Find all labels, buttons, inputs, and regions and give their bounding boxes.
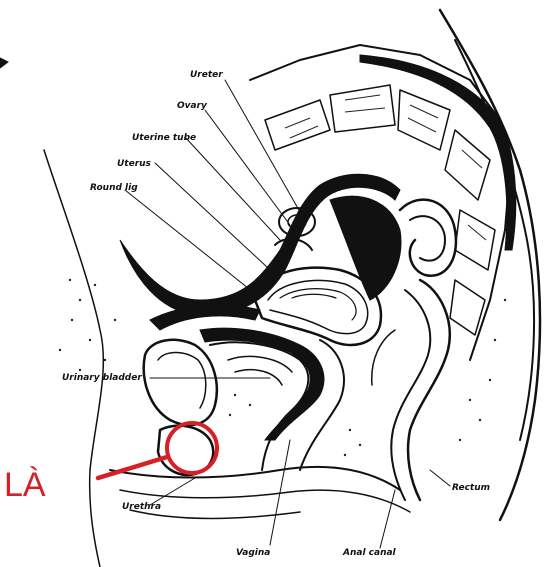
urinary-bladder xyxy=(144,340,217,425)
annotation-arrow-line xyxy=(98,457,167,478)
label-urinary-bladder: Urinary bladder xyxy=(62,373,142,383)
label-rectum: Rectum xyxy=(452,483,490,493)
label-urethra: Urethra xyxy=(122,502,161,512)
label-vagina: Vagina xyxy=(236,548,270,558)
stray-mark xyxy=(0,58,8,68)
label-round-lig: Round lig xyxy=(90,183,138,193)
sacrum-vertebrae xyxy=(250,45,516,360)
vagina-canal xyxy=(200,328,344,470)
red-annotation: LÀ xyxy=(4,423,217,504)
peritoneal-cavity xyxy=(120,174,401,330)
annotation-label: LÀ xyxy=(4,466,46,504)
label-uterus: Uterus xyxy=(117,159,152,169)
label-uterine-tube: Uterine tube xyxy=(132,133,196,143)
label-ovary: Ovary xyxy=(177,101,208,111)
label-anal-canal: Anal canal xyxy=(342,548,397,558)
annotation-circle xyxy=(167,423,217,473)
label-ureter: Ureter xyxy=(190,70,223,80)
